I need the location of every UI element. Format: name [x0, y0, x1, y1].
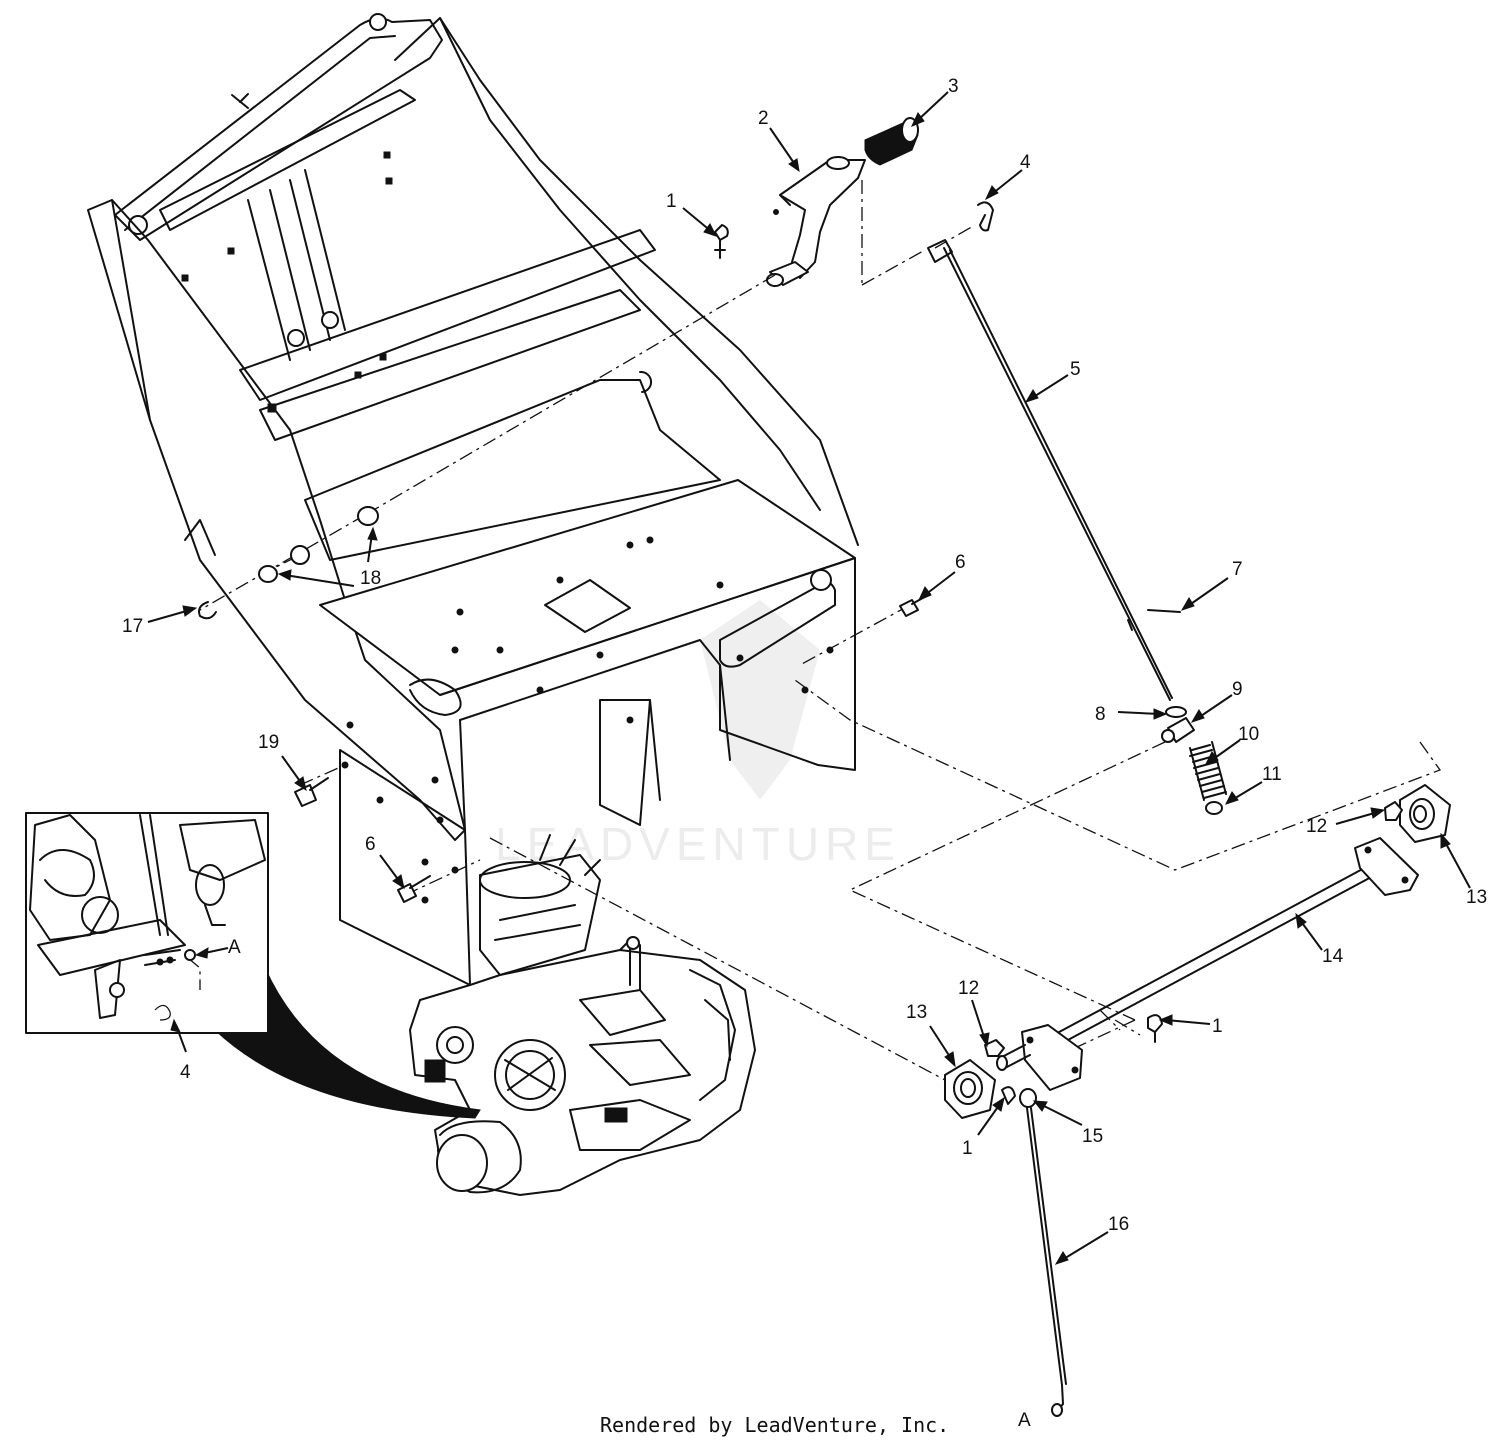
- callout-7: 7: [1232, 559, 1243, 580]
- callout-10: 10: [1238, 724, 1259, 745]
- bellcrank-shaft: A: [794, 679, 1451, 1431]
- transmission-assembly: [409, 834, 756, 1196]
- callout-13-right: 13: [1466, 887, 1487, 908]
- callout-12-right: 12: [1306, 816, 1327, 837]
- callouts: 1 2 3 4 5 6 7 8 9 10 11 12 13 14 1 15 16…: [122, 76, 1487, 1265]
- callout-3: 3: [948, 76, 959, 97]
- callout-4-inset: 4: [180, 1062, 191, 1083]
- hardware: [198, 274, 946, 1081]
- callout-15: 15: [1082, 1126, 1103, 1147]
- control-lever: [714, 117, 1227, 815]
- rod-end-ref-label: A: [1018, 1410, 1031, 1431]
- callout-14: 14: [1322, 946, 1344, 967]
- frame-console: [87, 13, 859, 986]
- render-credit: Rendered by LeadVenture, Inc.: [600, 1413, 949, 1437]
- inset-ref-label: A: [228, 937, 241, 958]
- callout-12-left: 12: [958, 978, 979, 999]
- callout-13-left: 13: [906, 1002, 927, 1023]
- callout-18: 18: [360, 568, 381, 589]
- callout-9: 9: [1232, 679, 1243, 700]
- callout-1-lower: 1: [962, 1138, 973, 1159]
- callout-6-upper: 6: [955, 552, 966, 573]
- callout-5: 5: [1070, 359, 1081, 380]
- callout-19: 19: [258, 732, 279, 753]
- callout-4: 4: [1020, 152, 1031, 173]
- callout-11: 11: [1262, 764, 1282, 785]
- callout-2: 2: [758, 108, 769, 129]
- callout-16: 16: [1108, 1214, 1129, 1235]
- detail-inset: A: [25, 812, 481, 1119]
- callout-8: 8: [1095, 704, 1106, 725]
- callout-17: 17: [122, 616, 143, 637]
- watermark-text: LEADVENTURE: [495, 818, 901, 870]
- callout-6-lower: 6: [365, 834, 376, 855]
- callout-1-shaft: 1: [1212, 1016, 1223, 1037]
- callout-1: 1: [666, 191, 677, 212]
